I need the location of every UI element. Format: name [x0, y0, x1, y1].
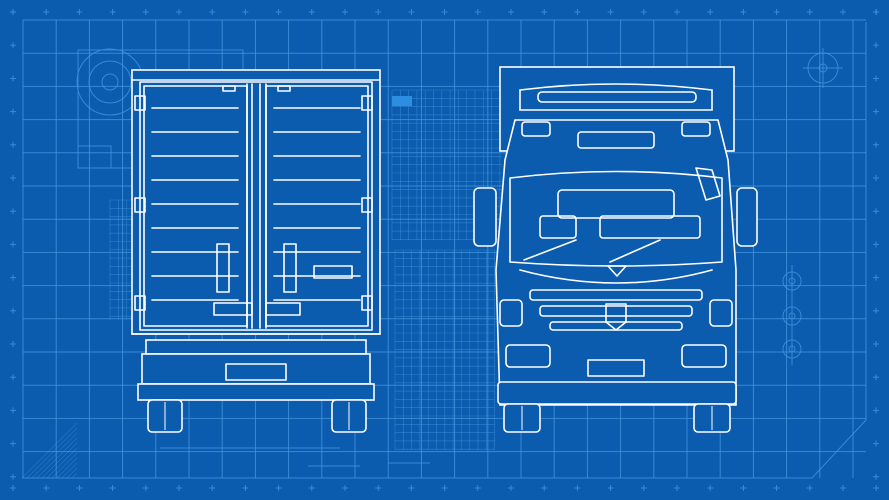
hatch-patch	[21, 422, 78, 479]
target-crosshair-stack	[782, 265, 802, 365]
plus-markers	[10, 9, 880, 491]
target-crosshair-icon	[803, 48, 843, 88]
hatch-line	[46, 447, 78, 479]
hatch-line	[36, 437, 78, 479]
hatch-line	[61, 462, 78, 479]
hatch-line	[26, 427, 78, 479]
hatch-line	[51, 452, 78, 479]
dimension-lines	[160, 447, 430, 467]
hatch-line	[71, 472, 78, 479]
accent-block	[392, 96, 412, 106]
truck-rear-view	[131, 69, 381, 433]
hatch-line	[66, 467, 78, 479]
fine-grid-patches	[109, 89, 502, 450]
hatch-line	[21, 422, 78, 479]
hatch-line	[56, 457, 78, 479]
hatch-line	[41, 442, 78, 479]
hatch-line	[31, 432, 78, 479]
truck-front-view	[473, 66, 758, 433]
corner-frame	[22, 22, 867, 479]
